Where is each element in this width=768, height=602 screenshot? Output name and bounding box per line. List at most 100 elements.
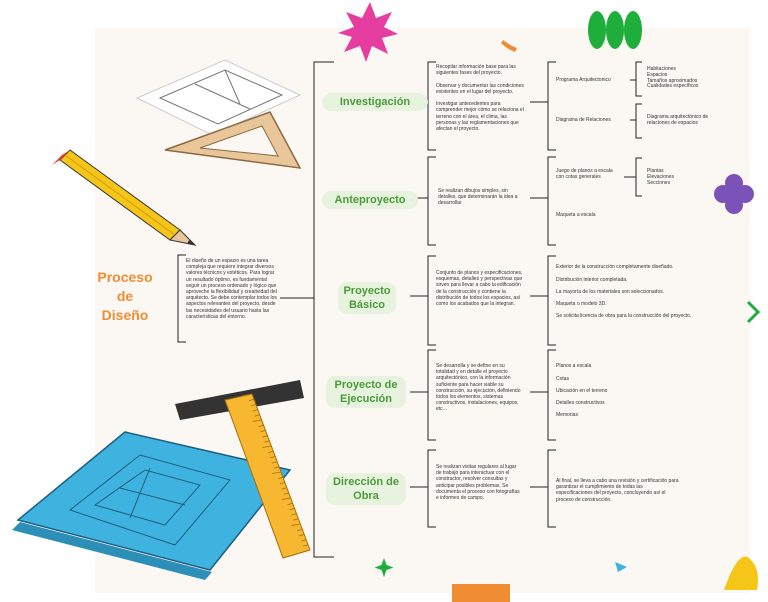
- list-item: Cotas: [556, 376, 570, 382]
- connector-bracket: [630, 61, 642, 97]
- list-subitem: Diagrama arquitectónico de relaciones de…: [647, 114, 709, 127]
- list-item: Al final, se lleva a cabo una revisión y…: [556, 478, 679, 503]
- ruler-tick: [252, 419, 262, 422]
- list-item: Memorias: [556, 412, 578, 418]
- list-item: Detalles constructivos: [556, 400, 605, 406]
- ruler-tick: [262, 435, 268, 438]
- ruler-tick: [271, 471, 282, 474]
- ruler-tick: [252, 409, 258, 412]
- stage-line: Ejecución: [340, 393, 392, 405]
- list-subitem: Plantas Elevaciones Secciones: [647, 168, 674, 186]
- ruler-tick: [272, 461, 278, 464]
- green-sparkle-icon: [374, 558, 394, 577]
- ruler-tick: [270, 456, 276, 459]
- connector-bracket: [530, 449, 556, 528]
- ruler-tick: [254, 414, 260, 417]
- main-title: Proceso de Diseño: [95, 268, 155, 325]
- pink-star-icon: [338, 2, 398, 62]
- ruler-tick: [302, 544, 309, 547]
- stage-proyecto-ejecucion: Proyecto de Ejecución: [326, 376, 406, 408]
- ruler-tick: [289, 508, 295, 511]
- list-item: Maqueta o modelo 3D.: [556, 301, 607, 307]
- list-item: Planos a escala: [556, 363, 592, 369]
- stage-description: Conjunto de planos y especificaciones, e…: [436, 270, 523, 308]
- ruler-tick: [291, 513, 297, 516]
- main-description: El diseño de un espacio es una tarea com…: [186, 258, 277, 320]
- ruler-tick: [260, 430, 266, 433]
- connector-bracket: [530, 156, 556, 246]
- list-item: Diagrama de Relaciones: [556, 117, 611, 123]
- ruler-tick: [281, 497, 291, 500]
- connector-bracket: [630, 103, 642, 139]
- connector-bracket: [427, 255, 436, 346]
- connector-bracket: [313, 61, 334, 558]
- t-square-icon: [175, 380, 311, 559]
- stage-direccion-obra: Dirección de Obra: [326, 473, 406, 505]
- main-title-line: Diseño: [101, 307, 149, 323]
- stage-description: Se desarrolla y se define en su totalida…: [436, 363, 521, 413]
- list-item: La mayoría de los materiales son selecci…: [556, 289, 665, 295]
- purple-flower-icon: [714, 174, 754, 214]
- list-item: Juego de planos a escala con cotas gener…: [556, 168, 613, 181]
- main-title-line: Proceso: [97, 269, 153, 285]
- orange-block-icon: [452, 584, 510, 602]
- connector-bracket: [530, 61, 556, 151]
- connector-bracket: [177, 254, 186, 343]
- ruler-tick: [242, 393, 253, 396]
- floor-plan-icon: [135, 59, 302, 136]
- stage-description: Se realizan dibujos simples, sin detalle…: [438, 188, 518, 207]
- ruler-tick: [273, 466, 280, 469]
- green-leaves-icon: [588, 11, 642, 49]
- list-item: Maqueta a escala: [556, 212, 596, 218]
- ruler-tick: [250, 404, 256, 407]
- ruler-tick: [293, 518, 299, 521]
- stage-description: Se realizan visitas regulares al lugar d…: [436, 464, 520, 502]
- ruler-tick: [258, 424, 264, 428]
- stage-line: Dirección de: [332, 476, 400, 488]
- list-item: Programa Arquitectonico: [556, 77, 611, 83]
- list-item: Se solicita licencia de obra para la con…: [556, 313, 692, 319]
- ruler-tick: [268, 450, 274, 454]
- main-title-line: de: [116, 288, 134, 304]
- ruler-tick: [264, 440, 270, 443]
- stage-line: Proyecto de: [334, 379, 398, 391]
- ruler-tick: [283, 492, 289, 495]
- ruler-tick: [277, 476, 284, 480]
- stage-line: Básico: [348, 299, 386, 311]
- stage-proyecto-basico: Proyecto Básico: [338, 282, 396, 314]
- ruler-tick: [287, 502, 293, 506]
- ruler-tick: [297, 528, 303, 532]
- ruler-tick: [291, 523, 301, 526]
- orange-comma-icon: [501, 40, 517, 52]
- set-square-icon: [164, 111, 302, 169]
- ruler-tick: [262, 445, 272, 448]
- connector-bracket: [427, 449, 436, 528]
- ruler-tick: [281, 487, 287, 490]
- connector-bracket: [530, 349, 556, 441]
- ruler-tick: [279, 482, 285, 485]
- list-item: Ubicación en el terreno: [556, 388, 608, 394]
- connector-bracket: [427, 61, 436, 151]
- connector-bracket: [530, 255, 556, 346]
- ruler-tick: [299, 534, 305, 537]
- ruler-tick: [301, 539, 307, 542]
- blueprint-icon: [12, 431, 292, 580]
- blue-flag-icon: [615, 562, 627, 572]
- stage-line: Obra: [353, 490, 379, 502]
- ruler-tick: [248, 398, 255, 402]
- stage-anteproyecto: Anteproyecto: [322, 191, 418, 209]
- list-item: Exterior de la construcción completament…: [556, 264, 674, 270]
- list-item: Distribución interior completada.: [556, 277, 628, 283]
- connector-bracket: [427, 156, 436, 246]
- pencil-icon: [52, 149, 197, 246]
- yellow-triangle-icon: [724, 556, 758, 590]
- stage-line: Proyecto: [343, 285, 391, 297]
- stage-description: Recopilar información base para las sigu…: [436, 64, 524, 133]
- connector-bracket: [624, 157, 642, 197]
- list-subitem: Habitaciones Espacios Tamaños aproximado…: [647, 66, 699, 90]
- connector-bracket: [427, 349, 436, 441]
- stage-investigacion: Investigación: [322, 93, 428, 111]
- green-chevron-icon: [746, 300, 761, 324]
